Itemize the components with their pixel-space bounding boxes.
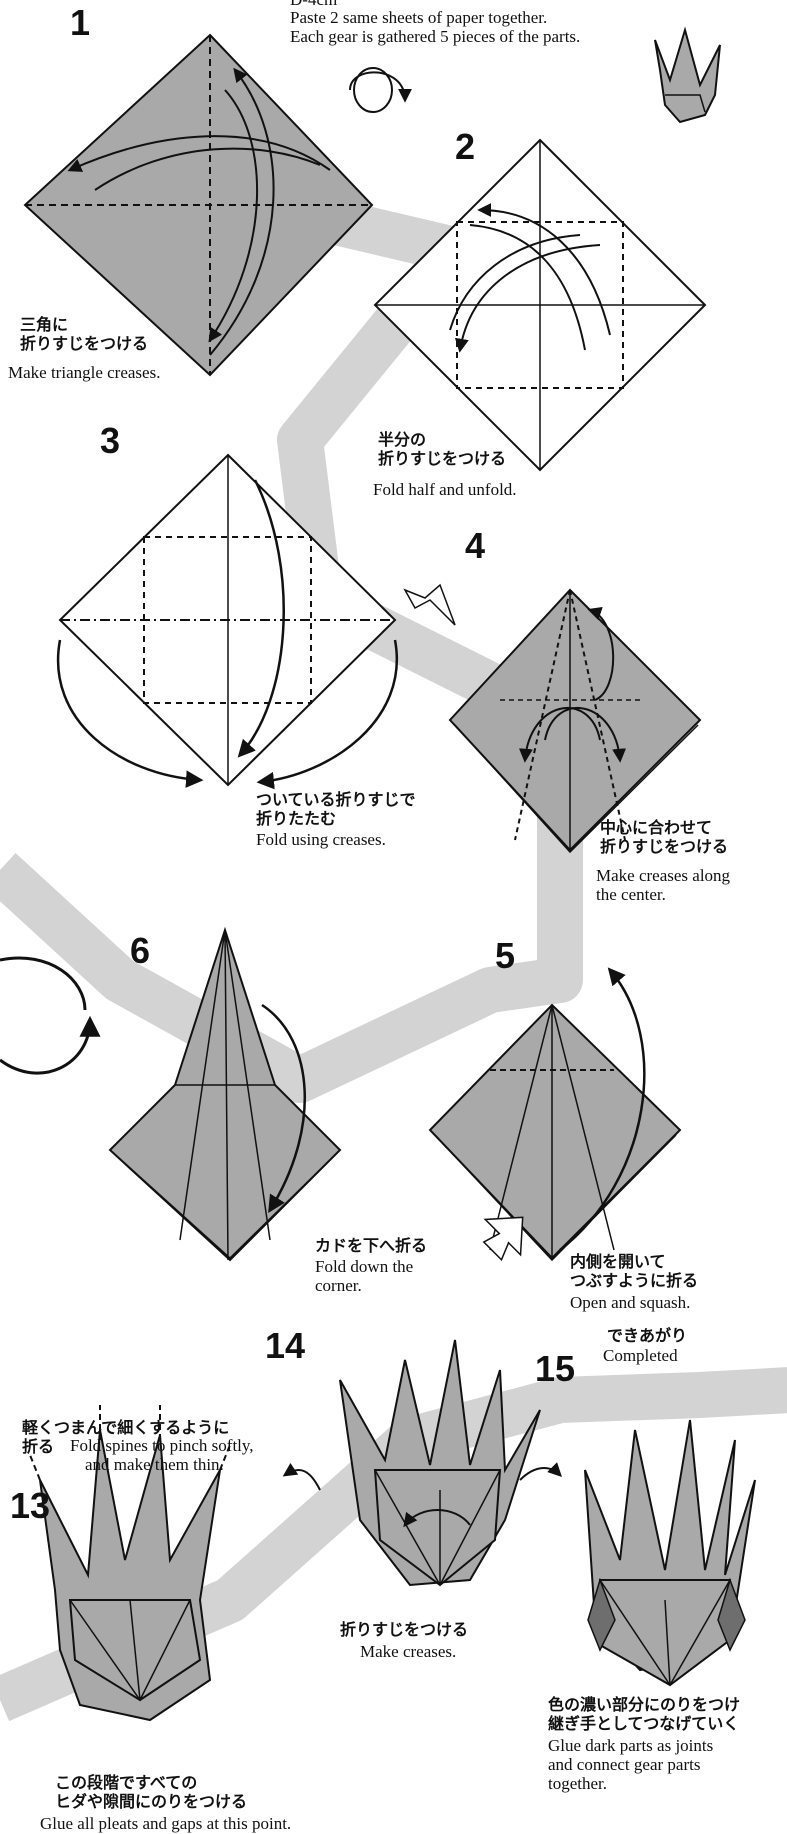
step6-caption-jp: カドを下へ折る (315, 1236, 427, 1255)
step2-figure (375, 140, 705, 470)
step-number: 6 (130, 930, 150, 972)
step15-caption-en-1: Glue dark parts as joints (548, 1736, 713, 1756)
step6-caption-en-1: Fold down the (315, 1257, 413, 1277)
step4-caption-jp-1: 中心に合わせて (600, 818, 712, 837)
step1-caption-en: Make triangle creases. (8, 363, 160, 383)
step-number: 2 (455, 126, 475, 168)
step4-caption-en-2: the center. (596, 885, 666, 905)
step4-caption-jp-2: 折りすじをつける (600, 837, 728, 856)
completed-gear-thumbnail (655, 30, 720, 122)
step6-caption-en-2: corner. (315, 1276, 362, 1296)
header-line-2: Each gear is gathered 5 pieces of the pa… (290, 27, 580, 47)
step3-caption-en: Fold using creases. (256, 830, 386, 850)
step1-figure (25, 35, 372, 375)
step-number: 3 (100, 420, 120, 462)
step14-caption-en: Make creases. (360, 1642, 456, 1662)
step-number: 4 (465, 525, 485, 567)
step15-caption-jp-1: 色の濃い部分にのりをつけ (548, 1695, 740, 1714)
step4-caption-en-1: Make creases along (596, 866, 730, 886)
step3-figure (58, 455, 397, 785)
step13-caption-jp-1: この段階ですべての (55, 1773, 197, 1792)
step15-figure (585, 1420, 755, 1685)
step13-caption-en: Glue all pleats and gaps at this point. (40, 1814, 291, 1834)
step5-caption-jp-2: つぶすように折る (570, 1271, 698, 1290)
step-number: 14 (265, 1325, 305, 1367)
step15-caption-en-2: and connect gear parts (548, 1755, 700, 1775)
turn-over-icon-2 (0, 958, 90, 1073)
step15-completed-jp: できあがり (607, 1326, 687, 1345)
next-arrow-icon (405, 585, 455, 625)
turn-over-icon (350, 68, 405, 112)
step13-note-en-2: and make them thin. (85, 1455, 224, 1475)
header-line-1: Paste 2 same sheets of paper together. (290, 8, 547, 28)
step13-note-jp-2: 折る (22, 1437, 54, 1456)
step1-caption-jp-1: 三角に (20, 315, 68, 334)
step1-caption-jp-2: 折りすじをつける (20, 334, 148, 353)
step13-note-jp-1: 軽くつまんで細くするように (22, 1418, 229, 1437)
step2-caption-en: Fold half and unfold. (373, 480, 517, 500)
step4-figure (450, 590, 700, 852)
step3-caption-jp-1: ついている折りすじで (256, 790, 416, 809)
step5-caption-jp-1: 内側を開いて (570, 1252, 666, 1271)
step13-note-en-1: Fold spines to pinch softly, (70, 1436, 254, 1456)
step14-figure (285, 1340, 560, 1585)
step13-caption-jp-2: ヒダや隙間にのりをつける (55, 1792, 247, 1811)
step15-caption-en-3: together. (548, 1774, 607, 1794)
step-number: 13 (10, 1485, 50, 1527)
step15-caption-jp-2: 継ぎ手としてつなげていく (548, 1714, 739, 1733)
step15-completed-en: Completed (603, 1346, 678, 1366)
step14-caption-jp: 折りすじをつける (340, 1620, 468, 1639)
step-number: 5 (495, 935, 515, 977)
step-number: 15 (535, 1348, 575, 1390)
step3-caption-jp-2: 折りたたむ (256, 809, 336, 828)
step-number: 1 (70, 2, 90, 44)
step2-caption-jp-1: 半分の (378, 430, 426, 449)
step2-caption-jp-2: 折りすじをつける (378, 449, 506, 468)
step5-caption-en: Open and squash. (570, 1293, 690, 1313)
